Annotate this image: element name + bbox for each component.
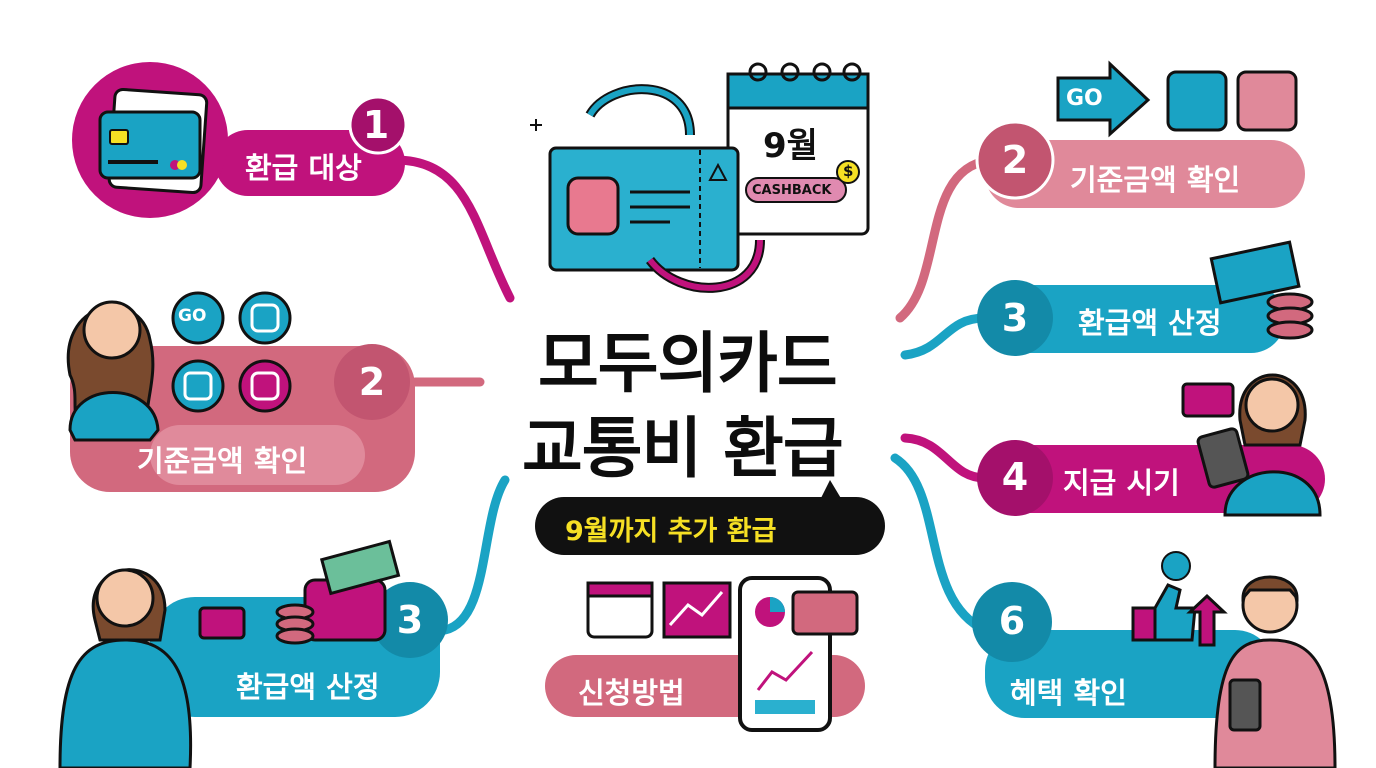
chart-icon	[662, 581, 732, 639]
person-icon	[1213, 575, 1337, 768]
go-arrow-label: GO	[1066, 86, 1103, 111]
subtitle-text: 9월까지 추가 환급	[565, 516, 777, 547]
apply-illustration	[545, 576, 865, 732]
left-item-2	[66, 291, 415, 492]
wallet-icon	[303, 539, 401, 642]
title-line-1: 모두의카드	[538, 325, 838, 402]
right-item-2-label: 기준금액 확인	[1070, 163, 1241, 197]
person-icon	[1223, 373, 1322, 517]
tablet-icon	[1196, 427, 1250, 489]
connector-right-6	[890, 453, 990, 635]
thumbs-up-icon	[1131, 551, 1197, 642]
coins-icon	[275, 603, 315, 645]
left-item-1	[72, 62, 408, 218]
right-item-6-label: 혜택 확인	[1010, 676, 1127, 710]
connector-right-4	[900, 433, 990, 483]
connector-lines	[390, 155, 995, 635]
left-item-1-number: 1	[362, 103, 390, 147]
transport-icons	[171, 291, 292, 413]
coin-symbol: $	[843, 162, 854, 180]
right-item-4-label: 지급 시기	[1063, 466, 1180, 500]
money-icon	[1209, 240, 1301, 305]
connector-right-2	[895, 155, 995, 323]
person-icon	[66, 300, 160, 442]
go-badge-label: GO	[178, 306, 207, 326]
left-item-2-label: 기준금액 확인	[137, 444, 308, 478]
ticket-icon	[548, 146, 740, 272]
cashback-badge: CASHBACK	[752, 183, 832, 198]
connector-left-3	[440, 475, 510, 635]
apply-label: 신청방법	[578, 676, 685, 710]
right-item-4-number: 4	[1001, 455, 1029, 499]
chat-bubble-icon	[1181, 382, 1235, 418]
connector-left-1	[390, 155, 515, 303]
left-item-3-number: 3	[396, 598, 424, 642]
ticket-calendar-illustration	[530, 62, 870, 293]
left-item-3-label: 환급액 산정	[236, 670, 380, 704]
train-icon	[1236, 70, 1298, 132]
calendar-small-icon	[586, 581, 654, 639]
right-item-2	[975, 60, 1305, 208]
subtitle-bubble	[535, 480, 885, 555]
left-item-2-number: 2	[358, 360, 386, 404]
left-item-1-label: 환급 대상	[245, 151, 362, 185]
title-line-2: 교통비 환급	[522, 410, 844, 487]
person-icon	[58, 568, 246, 768]
right-item-6-number: 6	[998, 599, 1026, 643]
right-item-2-number: 2	[1001, 138, 1029, 182]
right-item-3	[977, 240, 1314, 356]
right-item-3-number: 3	[1001, 296, 1029, 340]
calendar-icon	[726, 62, 870, 236]
credit-card-icon	[98, 87, 209, 195]
coins-icon	[1266, 292, 1314, 340]
go-arrow-icon	[1056, 60, 1151, 138]
left-item-3	[58, 539, 448, 768]
bus-icon	[1166, 70, 1228, 132]
right-item-4	[977, 373, 1325, 517]
connector-right-3	[900, 313, 990, 360]
right-item-3-label: 환급액 산정	[1078, 306, 1222, 340]
calendar-month: 9월	[763, 126, 818, 166]
right-item-6	[972, 551, 1337, 768]
